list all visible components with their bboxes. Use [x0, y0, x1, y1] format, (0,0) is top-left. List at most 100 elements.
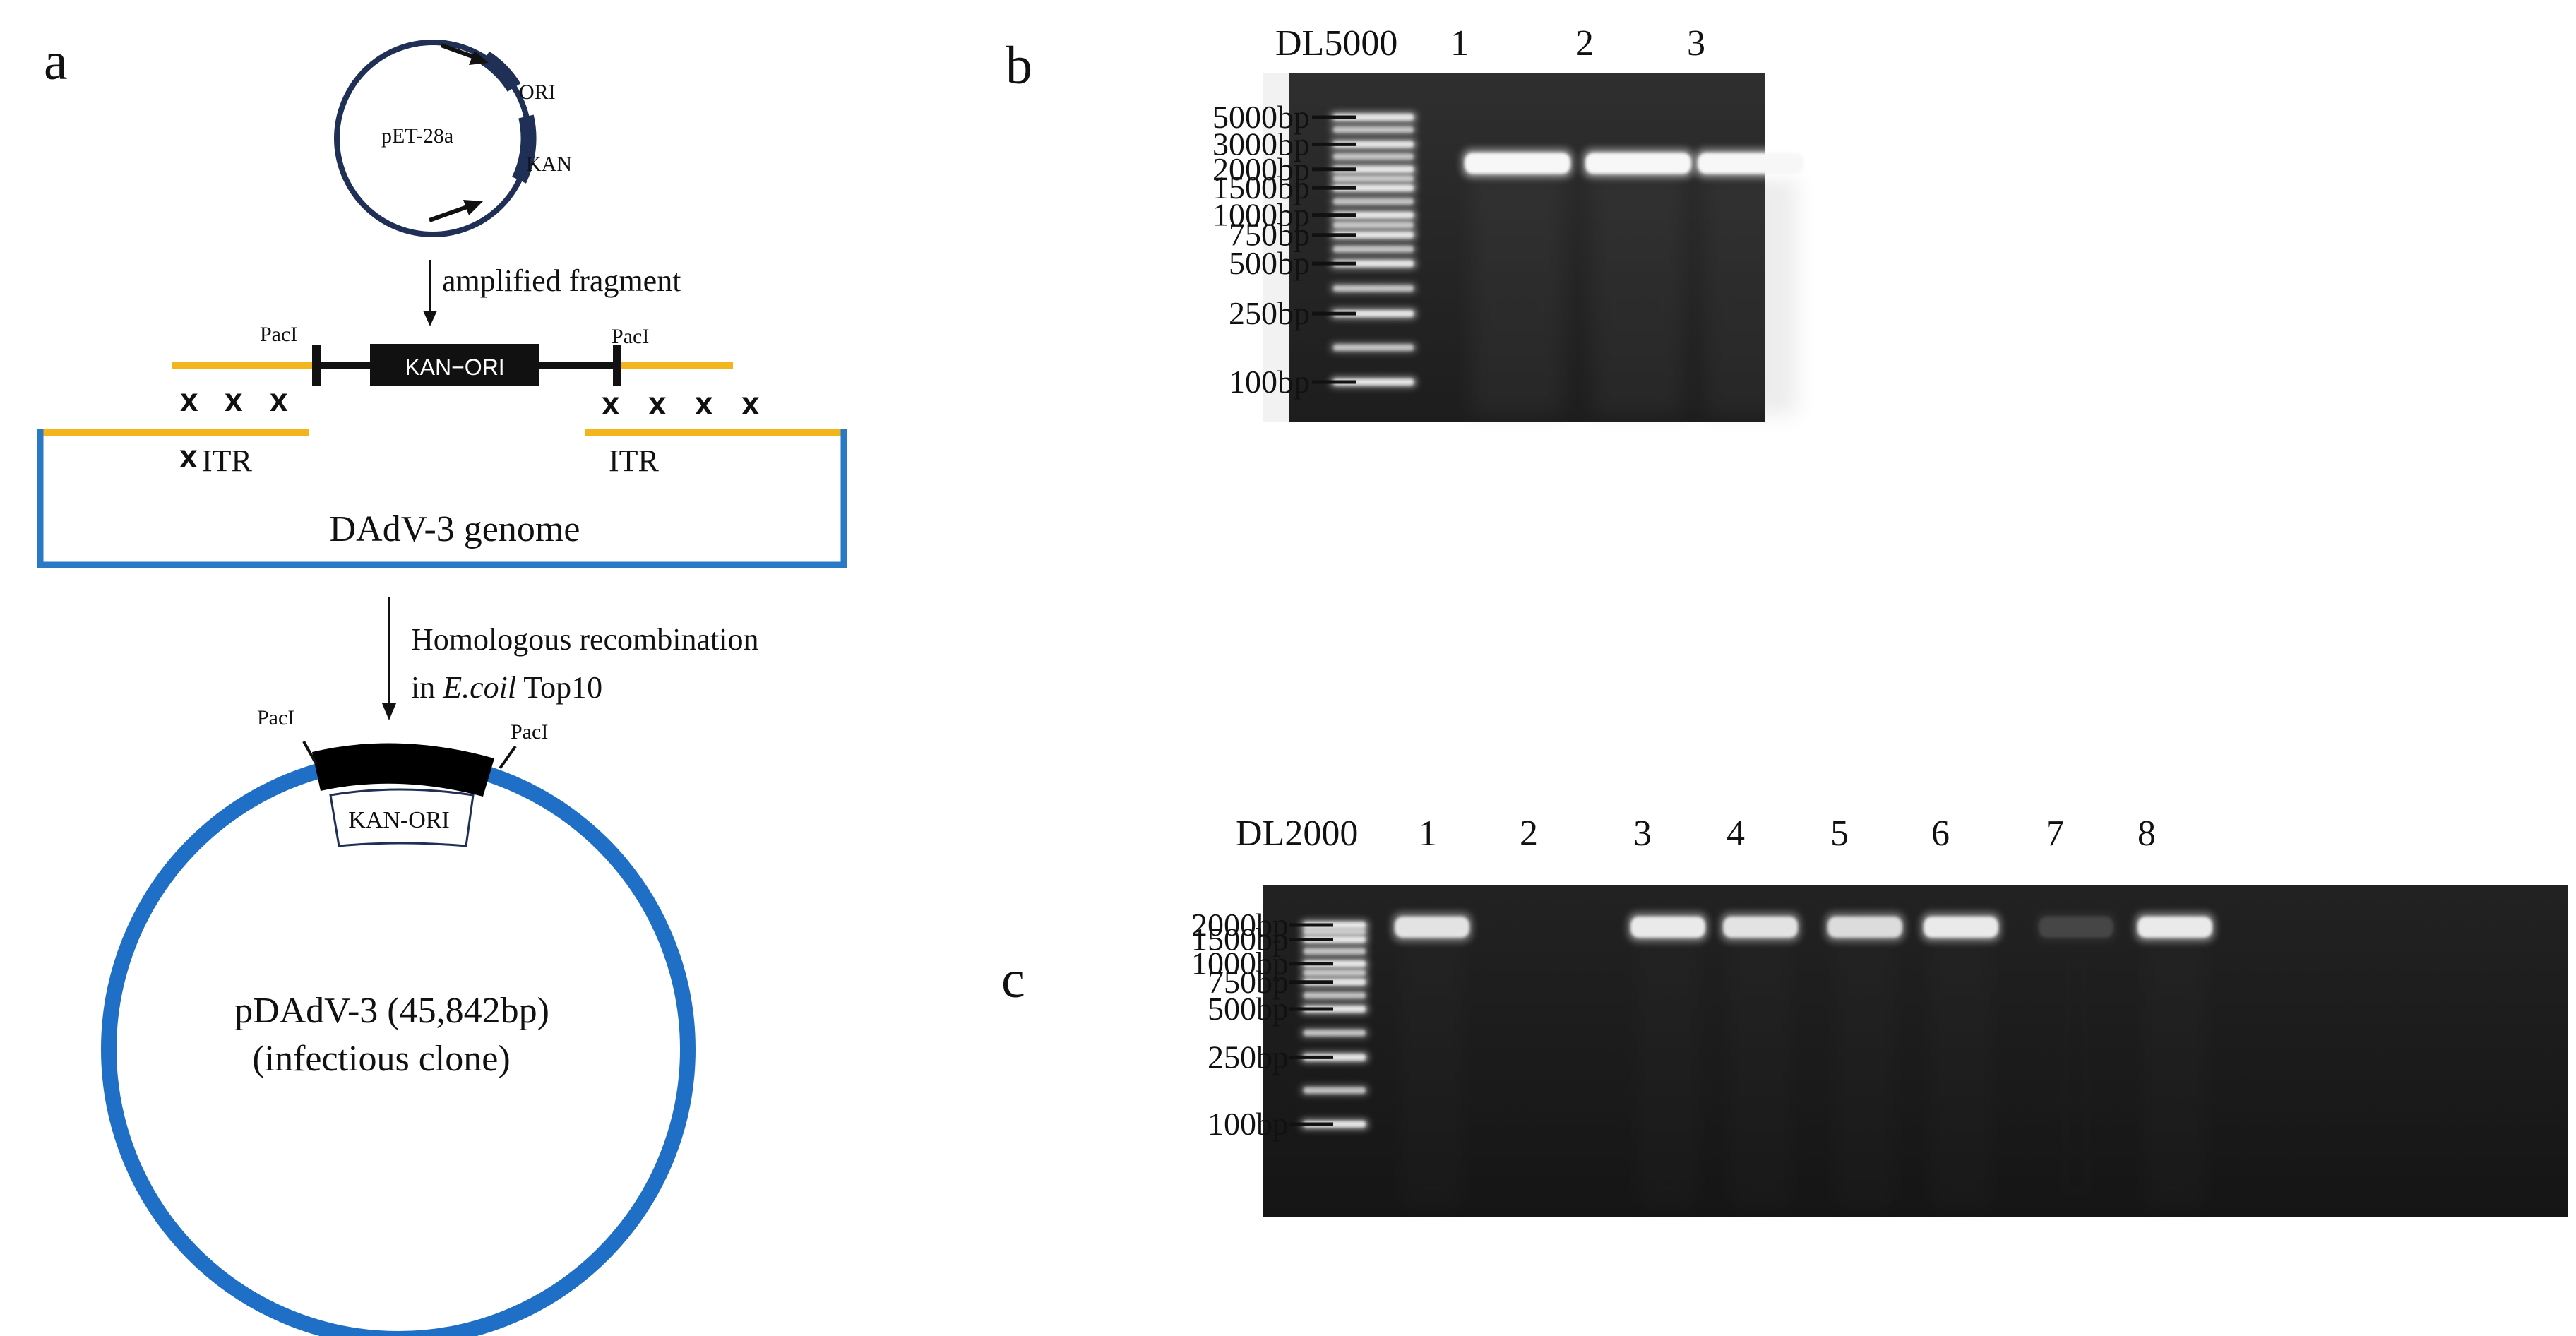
gel-c-lane-label-1: 1: [1419, 813, 1437, 854]
pdadv3-plasmid: PacI PacI KAN-ORI pDAdV-3 (45,842bp) (in…: [101, 706, 696, 1336]
primer-arrow-forward: [440, 43, 489, 65]
ori-label: ORI: [519, 80, 556, 104]
gel-c-sample-band-8: [2137, 916, 2212, 938]
gel-c-ladder-band: [1304, 928, 1366, 935]
panel-a: a pET-28a ORI KAN amplifie: [37, 32, 847, 1336]
right-paci-site: [613, 345, 621, 386]
kan-ori-cassette-label: KAN−ORI: [405, 354, 504, 380]
left-itr-label: ITR: [202, 443, 253, 478]
gel-c-lane-smear: [2046, 941, 2106, 1210]
left-paci-tick: [302, 741, 318, 765]
gel-c-lane-smear: [1835, 941, 1895, 1210]
insert-arc: [312, 743, 494, 797]
right-paci-label: PacI: [612, 325, 649, 348]
gel-b-lane-label-1: 1: [1450, 23, 1469, 64]
gel-b-lane-label-3: 3: [1687, 23, 1705, 64]
gel-c-lane-smear: [1730, 941, 1791, 1210]
gel-c: [1263, 885, 2568, 1217]
gel-c-lane-label-5: 5: [1830, 813, 1849, 854]
genome-label: DAdV-3 genome: [330, 509, 580, 549]
gel-c-lane-label-4: 4: [1727, 813, 1745, 854]
crossover-mark: x: [602, 385, 620, 422]
gel-c-ladder-band: [1304, 1087, 1366, 1094]
arrow-amplified: [423, 260, 437, 326]
panel-a-letter: a: [44, 32, 68, 91]
gel-b-ladder-label: 250bp: [1229, 295, 1310, 331]
left-paci-label: PacI: [260, 323, 297, 346]
gel-b-bands: [1462, 148, 1806, 179]
gel-c-ladder-band: [1304, 948, 1366, 955]
gel-c-sample-band-4: [1723, 916, 1798, 938]
panel-c-letter: c: [1001, 950, 1025, 1009]
gel-c-ladder-label: 2000bp: [1191, 907, 1289, 943]
pet28a-label: pET-28a: [381, 124, 453, 148]
crossover-marks: x x x x x x x x: [179, 381, 760, 475]
gel-b-ladder-band: [1333, 344, 1414, 351]
recombination-strain: E.coil: [442, 670, 516, 705]
gel-c-smears: [1402, 941, 2205, 1210]
crossover-mark: x: [741, 385, 760, 422]
linear-construct: KAN−ORI PacI PacI: [172, 323, 733, 386]
kan-ori-cassette: [370, 344, 539, 386]
gel-c-sample-band-6: [1924, 916, 1998, 938]
gel-c-ladder-label: 500bp: [1208, 991, 1289, 1027]
kan-ori-box-label: KAN-ORI: [348, 807, 450, 833]
gel-b-lane-labels: 1 2 3: [1450, 23, 1705, 64]
gel-c-lane-label-8: 8: [2137, 813, 2156, 854]
gel-b-ladder-band: [1333, 198, 1414, 205]
gel-c-lane-label-3: 3: [1633, 813, 1652, 854]
gel-b-sample-band-1: [1465, 153, 1570, 174]
gel-c-sample-band-7: [2039, 916, 2113, 938]
gel-b-sample-band-2: [1585, 153, 1691, 174]
gel-c-ladder: [1301, 920, 1368, 1129]
gel-b-lane-smear: [1472, 177, 1563, 415]
arrow-recombination: [382, 597, 396, 720]
kan-ori-box: [329, 788, 475, 847]
recombination-label-line1: Homologous recombination: [411, 622, 759, 657]
dadv3-genome: ITR ITR DAdV-3 genome: [37, 429, 847, 568]
gel-b-ladder-label: 750bp: [1229, 217, 1310, 253]
gel-c-ladder-band: [1304, 1030, 1366, 1037]
gel-b-ladder-band: [1333, 222, 1414, 229]
gel-b-ladder-label: 500bp: [1229, 245, 1310, 281]
crossover-mark: x: [180, 381, 198, 418]
gel-b-ladder-band: [1333, 285, 1414, 292]
crossover-mark: x: [179, 438, 198, 475]
crossover-mark: x: [648, 385, 667, 422]
gel-b-lane-smear: [1592, 177, 1684, 415]
recombination-in: in: [411, 670, 443, 705]
gel-c-sample-band-1: [1395, 916, 1469, 938]
gel-b-lane-label-2: 2: [1575, 23, 1594, 64]
gel-b-ladder-label: 2000bp: [1212, 151, 1310, 187]
gel-c-ladder-label: 1000bp: [1191, 946, 1289, 982]
pdadv3-name: pDAdV-3 (45,842bp): [234, 991, 549, 1031]
recombination-label-line2: in E.coil Top10: [411, 670, 602, 705]
right-paci-tick: [499, 745, 517, 770]
amplified-fragment-label: amplified fragment: [442, 263, 681, 298]
gel-c-ladder-label: 100bp: [1208, 1106, 1289, 1142]
pdadv3-note: (infectious clone): [252, 1039, 510, 1079]
product-right-paci-label: PacI: [511, 720, 548, 744]
gel-c-lane-smear: [1402, 941, 1462, 1210]
gel-b-ticks: 5000bp3000bp2000bp1500bp1000bp750bp500bp…: [1212, 99, 1356, 400]
gel-c-ladder-label: 250bp: [1208, 1039, 1289, 1075]
gel-c-marker-label: DL2000: [1236, 813, 1358, 854]
gel-b-ladder-label: 100bp: [1229, 364, 1310, 400]
crossover-mark: x: [695, 385, 713, 422]
gel-b-ladder-band: [1333, 153, 1414, 160]
gel-b-ladder-label: 3000bp: [1212, 126, 1310, 162]
product-left-paci-label: PacI: [257, 706, 294, 729]
gel-b-ladder-band: [1333, 246, 1414, 253]
crossover-mark: x: [270, 381, 288, 418]
gel-b-ladder-label: 5000bp: [1212, 99, 1310, 135]
genome-backbone: [37, 429, 847, 568]
left-paci-site: [312, 345, 321, 386]
crossover-mark: x: [225, 381, 243, 418]
panel-b-letter: b: [1006, 36, 1032, 95]
kan-label: KAN: [526, 153, 572, 176]
